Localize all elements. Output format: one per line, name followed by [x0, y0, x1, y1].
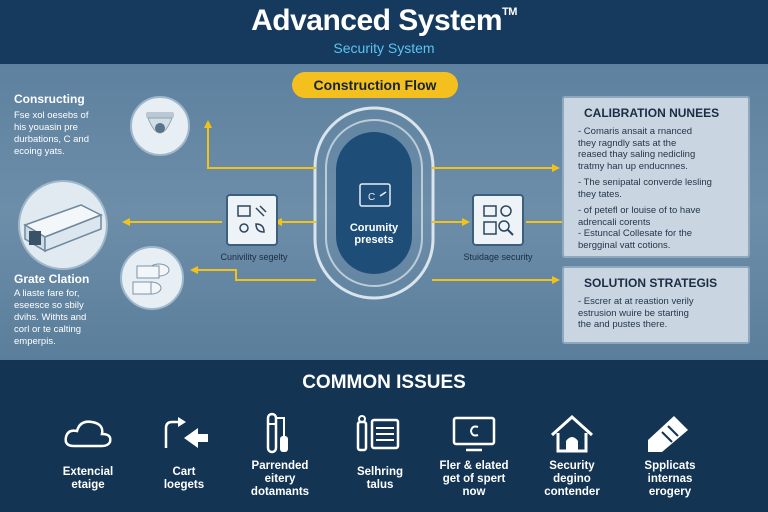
issue-label: degino — [553, 473, 591, 485]
connector-left-top — [207, 126, 316, 169]
left-top-line: durbations, C and — [14, 134, 89, 145]
issue-label: erogery — [648, 486, 692, 498]
calibration-item: - Estuncal Collesate for the bergginal v… — [578, 228, 693, 251]
arrow-tab-icon — [136, 408, 232, 460]
issue-label: get of spert — [442, 473, 506, 485]
connector-left-bottom — [198, 269, 316, 281]
issue-label: Spplicats — [644, 460, 696, 472]
page-title: Advanced SystemTM — [251, 4, 517, 37]
capsule-inner-ring — [325, 119, 423, 287]
left-bottom-line: A liaste fare for, — [14, 288, 80, 299]
dome-camera-icon — [130, 96, 190, 156]
left-top-line: ecoing yats. — [14, 146, 65, 157]
center-label-line-2: presets — [354, 234, 394, 246]
calibration-panel: CALIBRATION NUNEES - Comaris ansait a rn… — [562, 96, 750, 258]
construction-flow-badge: Construction Flow — [292, 72, 458, 98]
left-top-heading: Consructing — [14, 92, 85, 106]
arrowhead-left-top — [204, 120, 212, 128]
issue-label: Fler & elated — [439, 460, 509, 472]
left-bottom-text: A liaste fare for, eseesce so sbily dvih… — [14, 288, 124, 348]
arrowhead-right-bottom — [552, 276, 560, 284]
left-bottom-heading: Grate Clation — [14, 272, 90, 286]
issue-label: contender — [544, 486, 600, 498]
arrowhead-right-mid-a — [462, 218, 470, 226]
issue-label: dotamants — [250, 486, 310, 498]
left-bottom-line: dvihs. Withts and — [14, 312, 87, 323]
document-list-icon — [332, 408, 428, 460]
left-flow-label: Cunivility segelty — [220, 252, 288, 262]
issue-label: etaige — [71, 479, 105, 491]
page-subtitle: Security System — [333, 40, 435, 56]
arrowhead-left-mid-a — [122, 218, 130, 226]
issues-title: COMMON ISSUES — [302, 372, 466, 393]
home-shield-icon — [524, 408, 620, 460]
pen-icon — [622, 408, 718, 460]
left-bottom-line: eseesce so sbily — [14, 300, 84, 311]
left-top-line: Fse xol oesebs of — [14, 110, 89, 121]
solution-text: - Escrer at at reastion verily estrusion… — [578, 296, 694, 330]
calibration-item: - The senipatal converde lesling they ta… — [578, 177, 712, 200]
solution-panel: SOLUTION STRATEGIS - Escrer at at reasti… — [562, 266, 750, 344]
pipette-icon — [232, 408, 328, 460]
arrowhead-left-mid-b — [274, 218, 282, 226]
left-top-line: his youasin pre — [14, 122, 78, 133]
left-top-text: Fse xol oesebs of his youasin pre durbat… — [14, 110, 124, 158]
header: Advanced SystemTM Security System — [0, 0, 768, 64]
issue-label: Parrended — [251, 460, 309, 472]
issue-label: talus — [366, 479, 394, 491]
issue-label: Security — [549, 460, 595, 472]
center-label-line-1: Corumity — [349, 222, 399, 234]
svg-text:C: C — [368, 192, 375, 203]
arrowhead-left-bottom — [190, 266, 198, 274]
calibration-item: - Comaris ansait a rnanced they ragndly … — [578, 126, 696, 172]
left-bottom-line: emperpis. — [14, 336, 56, 347]
capsule-core — [336, 132, 412, 274]
trademark-mark: TM — [502, 6, 517, 18]
capsule-outer — [313, 106, 435, 300]
center-chip-icon: C — [359, 183, 391, 207]
issue-label: Selhring — [356, 466, 403, 478]
issue-label: Cart — [172, 466, 196, 478]
calibration-title: CALIBRATION NUNEES — [584, 106, 720, 120]
issues-band — [0, 360, 768, 512]
pipe-fitting-icon — [120, 246, 184, 310]
search-gear-icon — [472, 194, 524, 246]
center-label: Corumity presets — [336, 222, 412, 246]
cloud-icon — [40, 408, 136, 460]
solution-title: SOLUTION STRATEGIS — [584, 276, 718, 290]
calibration-item: - of petefl or louise of to have adrenca… — [578, 205, 701, 228]
arrowhead-right-top — [552, 164, 560, 172]
monitor-icon — [426, 408, 522, 460]
tools-icon — [226, 194, 278, 246]
calibration-list: - Comaris ansait a rnanced they ragndly … — [564, 126, 748, 251]
right-flow-label: Stuidage security — [463, 252, 533, 262]
issue-label: eitery — [264, 473, 296, 485]
left-bottom-line: corl or te calting — [14, 324, 82, 335]
issue-label: now — [462, 486, 486, 498]
issue-label: Extencial — [62, 466, 114, 478]
issue-label: internas — [647, 473, 693, 485]
bullet-camera-icon — [18, 180, 108, 270]
issue-label: loegets — [163, 479, 205, 491]
